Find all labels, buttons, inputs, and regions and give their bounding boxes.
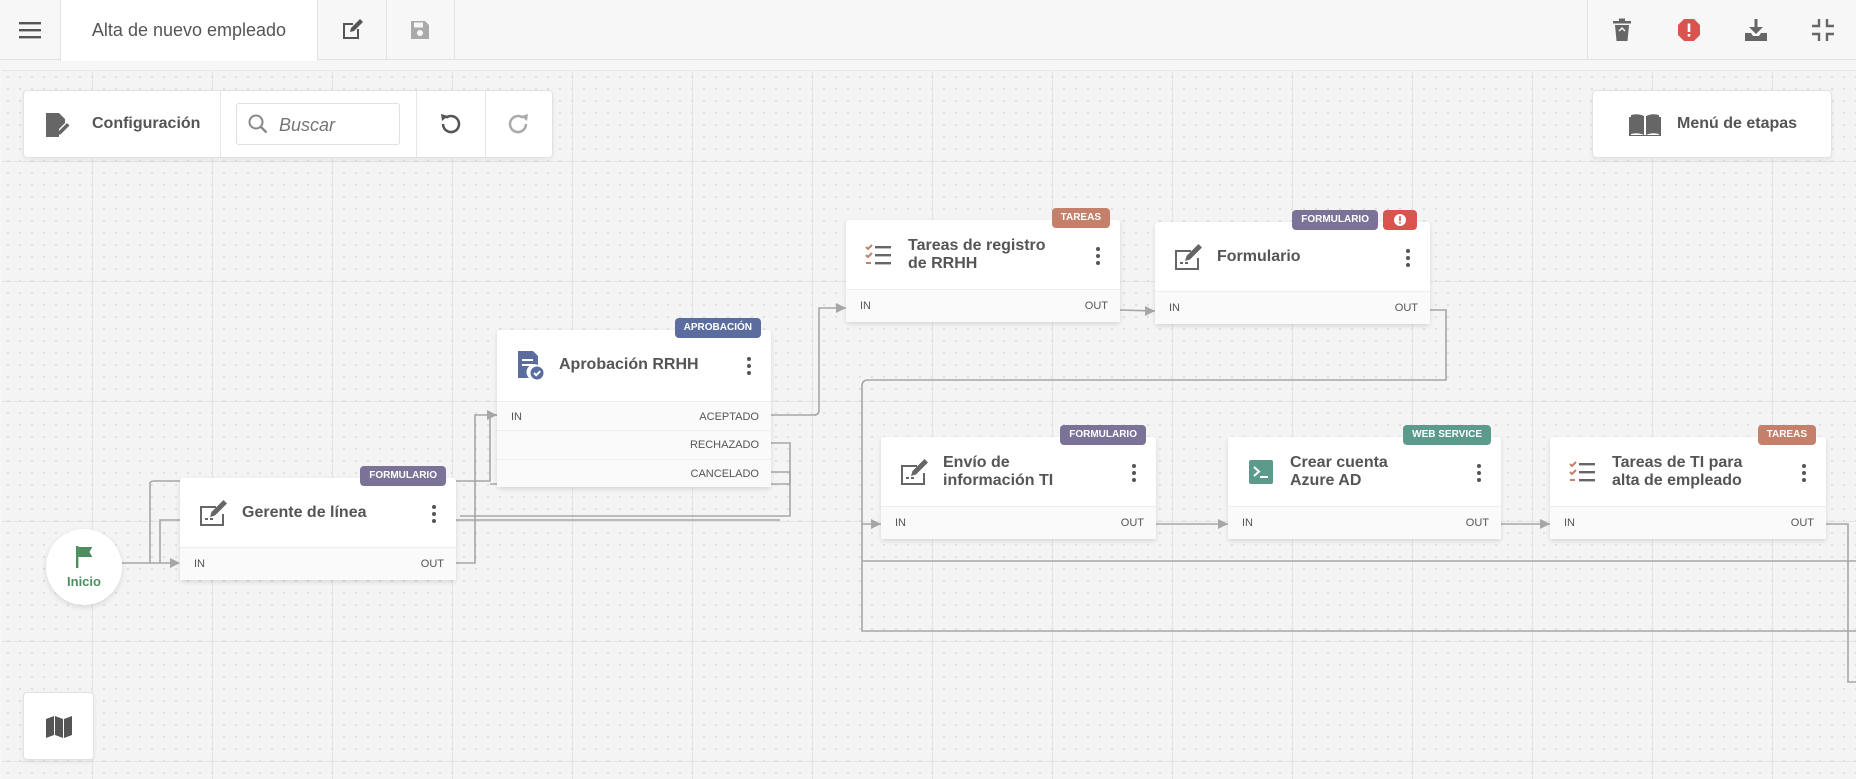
node-menu-button[interactable]: [747, 357, 751, 375]
start-node[interactable]: Inicio: [46, 529, 122, 605]
search-icon: [248, 114, 268, 134]
port-out[interactable]: OUT: [1084, 300, 1108, 312]
port-in[interactable]: IN: [1242, 517, 1253, 529]
save-button[interactable]: [386, 0, 454, 60]
config-file-icon: [46, 113, 70, 137]
undo-button[interactable]: [416, 91, 486, 157]
redo-button[interactable]: [484, 91, 552, 157]
delete-button[interactable]: [1588, 0, 1655, 60]
node-title: Tareas de registro de RRHH: [908, 237, 1046, 272]
search-input[interactable]: [277, 111, 396, 139]
node-type-badge: FORMULARIO: [1292, 210, 1378, 230]
trash-icon: [1612, 18, 1631, 41]
edit-icon: [343, 19, 363, 39]
node-tareas-rrhh[interactable]: TAREAS Tareas de registro de RRHH IN OUT: [846, 208, 1120, 322]
node-tareas-ti[interactable]: TAREAS Tareas de TI para alta de emplead…: [1550, 425, 1826, 539]
port-out[interactable]: OUT: [420, 558, 444, 570]
node-menu-button[interactable]: [1477, 464, 1481, 482]
save-icon: [411, 21, 429, 39]
config-label: Configuración: [92, 115, 201, 132]
port-out[interactable]: OUT: [1790, 517, 1814, 529]
port-in[interactable]: IN: [860, 300, 871, 312]
redo-icon: [508, 114, 528, 134]
task-list-icon: [865, 244, 891, 265]
node-formulario[interactable]: FORMULARIO Formulario IN OUT: [1155, 210, 1430, 324]
error-icon: [1677, 19, 1700, 41]
config-toolbar: Configuración: [23, 90, 553, 158]
node-type-badge: WEB SERVICE: [1403, 425, 1491, 445]
port-in[interactable]: IN: [1564, 517, 1575, 529]
node-title: Tareas de TI para alta de empleado: [1612, 454, 1743, 489]
node-crear-cuenta-azure[interactable]: WEB SERVICE Crear cuenta Azure AD IN OUT: [1228, 425, 1501, 539]
node-title: Formulario: [1217, 248, 1301, 265]
node-title: Crear cuenta Azure AD: [1290, 454, 1388, 489]
flag-icon: [76, 546, 93, 568]
stages-menu-label: Menú de etapas: [1677, 115, 1798, 132]
node-type-badge: TAREAS: [1757, 425, 1816, 445]
minimap-button[interactable]: [23, 692, 94, 760]
book-icon: [1629, 114, 1661, 136]
form-edit-icon: [200, 500, 227, 526]
node-gerente-linea[interactable]: FORMULARIO Gerente de línea IN OUT: [180, 466, 456, 580]
flow-canvas[interactable]: [2, 70, 1856, 779]
undo-icon: [441, 114, 461, 134]
config-button[interactable]: Configuración: [24, 91, 221, 157]
form-edit-icon: [1175, 244, 1202, 270]
port-out[interactable]: OUT: [1120, 517, 1144, 529]
stages-menu-button[interactable]: Menú de etapas: [1592, 90, 1832, 158]
approval-doc-icon: [518, 351, 544, 380]
node-menu-button[interactable]: [1096, 247, 1100, 265]
node-title: Aprobación RRHH: [559, 356, 699, 373]
menu-icon: [19, 22, 41, 39]
port-out-cancelado[interactable]: CANCELADO: [690, 468, 759, 480]
port-out[interactable]: OUT: [1394, 302, 1418, 314]
start-label: Inicio: [67, 574, 101, 589]
node-error-badge[interactable]: [1383, 210, 1417, 230]
port-in[interactable]: IN: [194, 558, 205, 570]
node-type-badge: APROBACIÓN: [674, 318, 761, 338]
node-menu-button[interactable]: [1406, 249, 1410, 267]
download-button[interactable]: [1722, 0, 1789, 60]
port-out-aceptado[interactable]: ACEPTADO: [699, 411, 759, 423]
node-envio-informacion-ti[interactable]: FORMULARIO Envío de información TI IN OU…: [881, 425, 1156, 539]
node-type-badge: TAREAS: [1051, 208, 1110, 228]
process-title: Alta de nuevo empleado: [60, 0, 318, 61]
menu-button[interactable]: [0, 0, 60, 60]
form-edit-icon: [901, 459, 928, 485]
node-menu-button[interactable]: [1132, 464, 1136, 482]
port-out-rechazado[interactable]: RECHAZADO: [689, 439, 759, 451]
node-title: Gerente de línea: [242, 504, 367, 521]
error-button[interactable]: [1655, 0, 1722, 60]
port-in[interactable]: IN: [511, 411, 522, 423]
search-box[interactable]: [236, 103, 400, 145]
terminal-icon: [1249, 460, 1273, 484]
edit-button[interactable]: [318, 0, 386, 60]
collapse-icon: [1811, 19, 1834, 41]
node-title: Envío de información TI: [943, 454, 1054, 489]
task-list-icon: [1569, 461, 1595, 482]
map-icon: [46, 716, 72, 738]
node-type-badge: FORMULARIO: [1060, 425, 1146, 445]
node-type-badge: FORMULARIO: [360, 466, 446, 486]
collapse-button[interactable]: [1789, 0, 1856, 60]
download-icon: [1744, 19, 1767, 41]
node-aprobacion-rrhh[interactable]: APROBACIÓN Aprobación RRHH IN ACEPTADO R…: [497, 318, 771, 487]
error-icon: [1394, 214, 1406, 226]
port-out[interactable]: OUT: [1465, 517, 1489, 529]
port-in[interactable]: IN: [1169, 302, 1180, 314]
node-menu-button[interactable]: [1802, 464, 1806, 482]
top-bar: Alta de nuevo empleado: [0, 0, 1856, 61]
port-in[interactable]: IN: [895, 517, 906, 529]
node-menu-button[interactable]: [432, 505, 436, 523]
